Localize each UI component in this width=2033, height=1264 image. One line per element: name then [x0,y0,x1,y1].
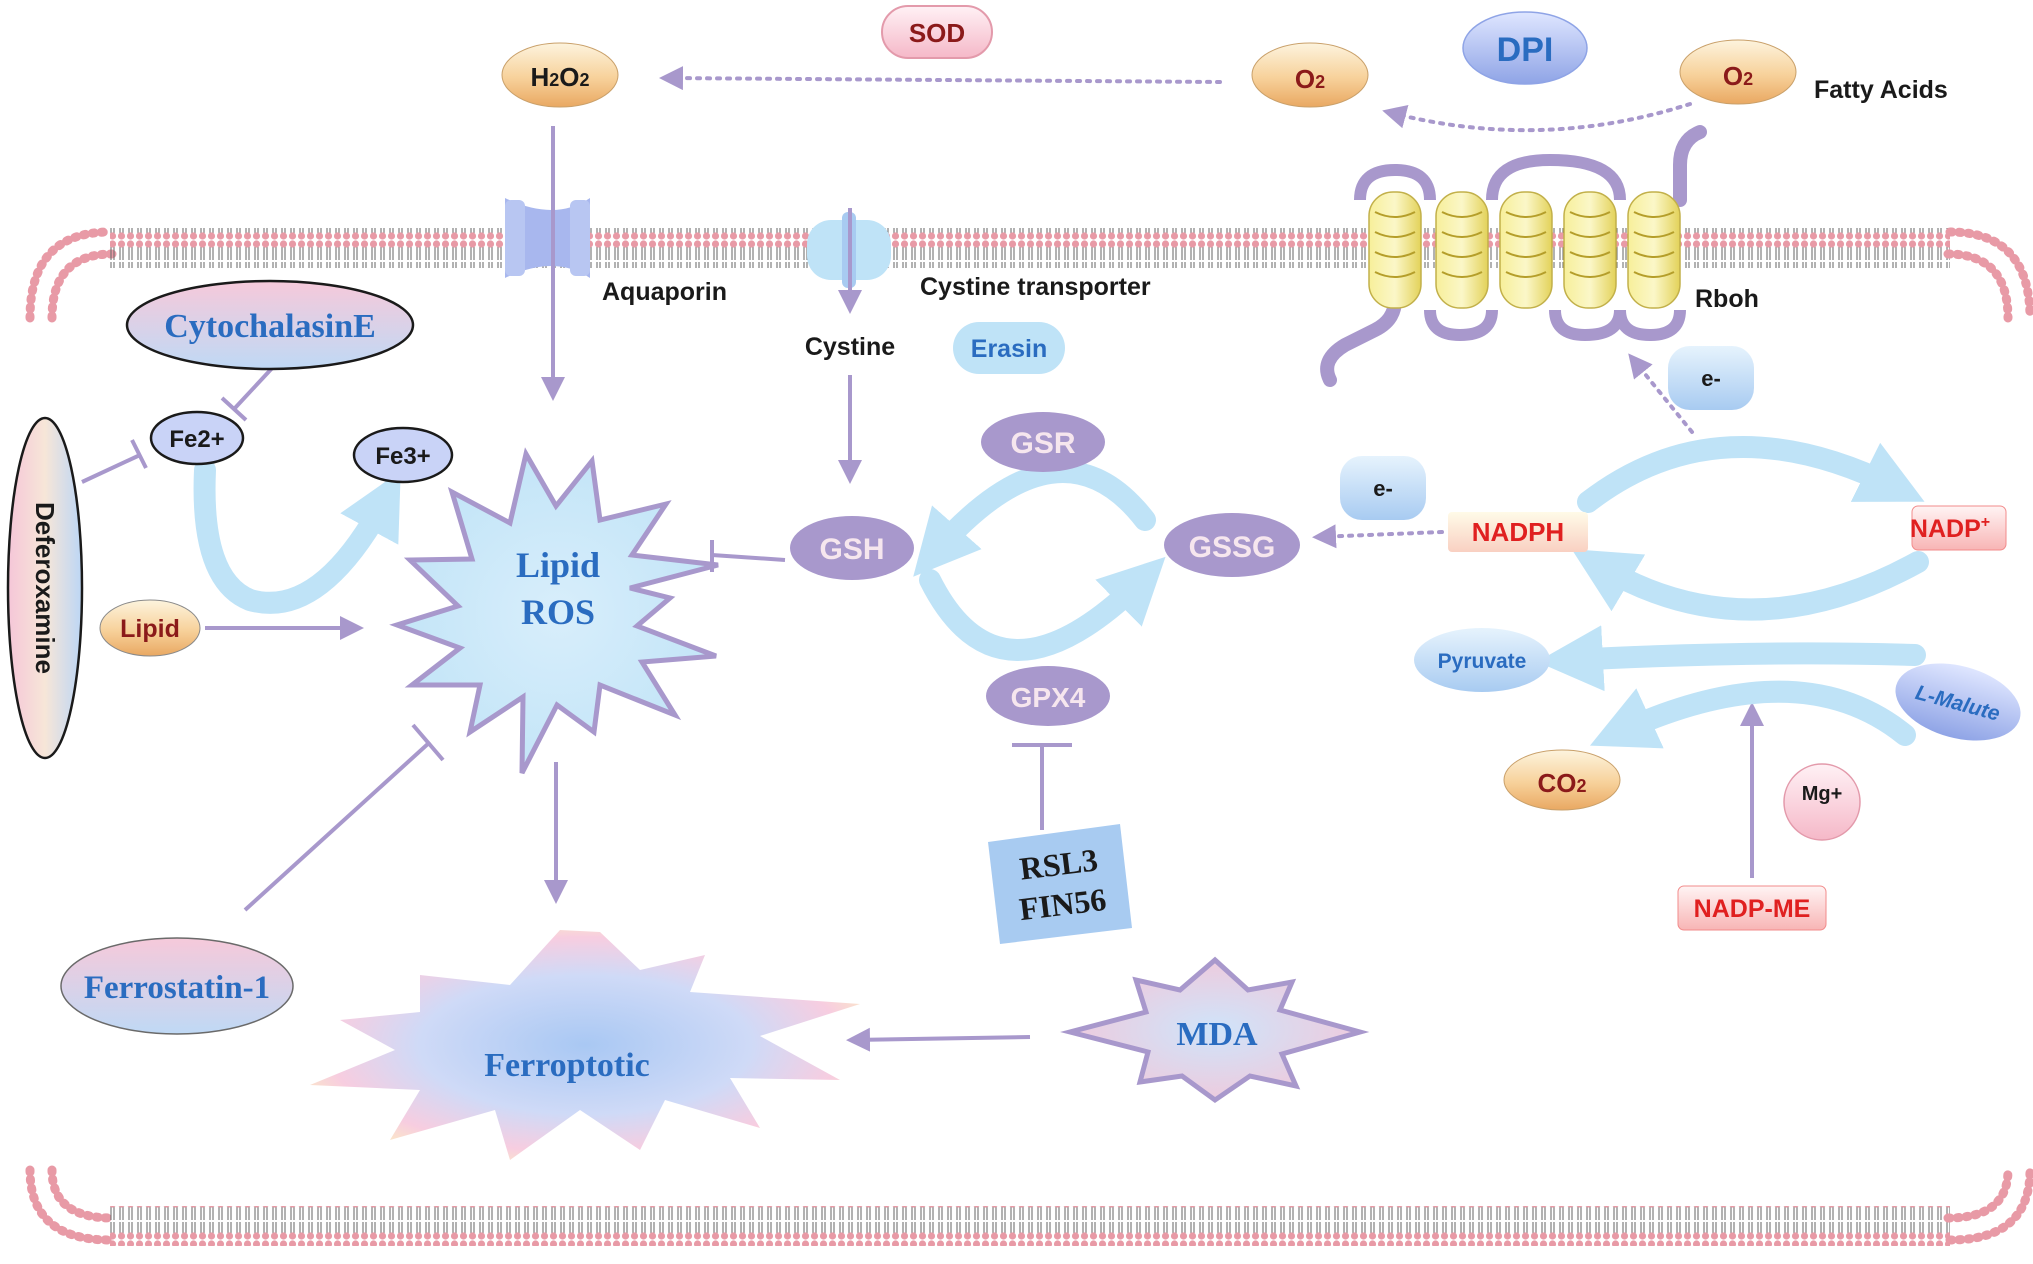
aquaporin-label: Aquaporin [602,278,727,306]
rboh-helix-2 [1435,191,1489,309]
arrow-gsh-to-gssg-bottom [919,556,1166,661]
arrow-rboh-to-o2 [1382,102,1692,133]
inhibit-cytochalasine-line [233,363,277,410]
bottom-membrane [25,1165,2033,1246]
mg-node: Mg+ [1783,763,1861,841]
svg-text:O2: O2 [1723,61,1753,91]
arrow-o2-to-h2o2 [659,66,1222,91]
svg-text:GSSG: GSSG [1189,531,1276,564]
svg-text:NADP-ME: NADP-ME [1694,895,1811,923]
svg-text:GSR: GSR [1010,427,1075,460]
gpx4-node: GPX4 [986,666,1110,726]
arrow-nadp-to-nadph [1571,549,1929,621]
lipid-ros-star [389,447,719,775]
fe3-node: Fe3+ [352,426,454,484]
e-minus-mid-node: e- [1340,456,1426,520]
rboh-helix-5 [1627,191,1681,309]
arrows [81,66,1764,1052]
inhibit-gsh-lipid-ros-line [711,553,786,562]
svg-text:DPI: DPI [1497,31,1554,69]
svg-text:ROS: ROS [521,592,595,632]
svg-text:e-: e- [1373,476,1393,501]
svg-text:NADPH: NADPH [1472,517,1564,547]
rboh-helix-1 [1368,191,1422,309]
arrow-mda-to-ferroptotic [846,1027,1031,1052]
cytochalasine-node: CytochalasinE [125,279,415,371]
inhibit-deferoxamine-bar [130,439,148,469]
gssg-node: GSSG [1164,513,1300,577]
svg-text:CytochalasinE: CytochalasinE [164,308,376,345]
o2-right-node: O2 [1679,39,1797,105]
inhibit-deferoxamine-line [81,453,141,484]
pyruvate-node: Pyruvate [1414,628,1550,692]
nadph-node: NADPH [1448,512,1588,552]
svg-text:Lipid: Lipid [120,615,180,643]
arrow-nadph-to-nadp [1577,435,1925,513]
svg-text:Fe2+: Fe2+ [169,426,224,453]
svg-text:H2O2: H2O2 [530,62,589,92]
mda-node: MDA [1060,956,1370,1104]
o2-left-node: O2 [1251,42,1369,108]
arrow-gssg-to-gsh-top [913,461,1156,577]
co2-node: CO2 [1503,749,1621,811]
ferroptotic-burst [310,930,860,1160]
svg-text:GSH: GSH [819,533,884,566]
arrow-malute-to-co2 [1589,680,1916,749]
svg-text:Ferroptotic: Ferroptotic [484,1047,650,1084]
inhibit-ferrostatin-line [243,740,432,912]
deferoxamine-node: Deferoxamine [6,416,84,760]
svg-text:O2: O2 [1295,64,1325,94]
svg-text:GPX4: GPX4 [1011,682,1086,713]
svg-text:Mg+: Mg+ [1802,783,1843,805]
svg-text:NADP+: NADP+ [1910,514,1990,543]
svg-text:Ferrostatin-1: Ferrostatin-1 [84,970,270,1006]
lipid-node: Lipid [99,599,201,657]
arrow-nadph-to-gssg [1312,524,1444,549]
dpi-node: DPI [1462,11,1588,85]
aquaporin-channel [505,198,590,278]
l-malute-node: L-Malute [1895,663,2021,741]
cyan-arrows [193,435,1929,749]
arrow-cycle-to-rboh [1628,353,1694,434]
e-minus-top-node: e- [1668,346,1754,410]
inhibit-cytochalasine-bar [220,396,248,422]
erasin-node: Erasin [953,322,1065,374]
svg-text:Pyruvate: Pyruvate [1438,650,1527,673]
cystine-label: Cystine [805,333,895,361]
ferroptotic-node: Ferroptotic [310,930,860,1160]
svg-text:Erasin: Erasin [971,335,1047,363]
gsh-node: GSH [790,516,914,580]
inhibit-ferrostatin-bar [411,723,445,762]
h2o2-node: H2O2 [501,42,619,108]
lipid-ros-node: Lipid ROS [389,447,719,775]
svg-text:SOD: SOD [909,18,965,48]
rsl3-fin56-box: RSL3 FIN56 [988,824,1132,944]
svg-text:Deferoxamine: Deferoxamine [30,502,60,674]
fe2-node: Fe2+ [149,410,245,466]
svg-text:e-: e- [1701,366,1721,391]
nadp-me-node: NADP-ME [1677,885,1827,931]
gsr-node: GSR [981,412,1105,472]
mda-star [1060,956,1370,1104]
rboh-helix-3 [1499,191,1553,309]
svg-text:Lipid: Lipid [516,545,600,585]
cystine-transporter-label: Cystine transporter [920,273,1151,301]
svg-text:CO2: CO2 [1537,768,1586,798]
rboh-protein [1320,125,1707,387]
rboh-helix-4 [1563,191,1617,309]
ferrostatin-node: Ferrostatin-1 [60,937,294,1035]
nadp-node: NADP+ [1910,505,2007,551]
fatty-acids-label: Fatty Acids [1814,76,1948,104]
svg-text:Fe3+: Fe3+ [375,443,430,470]
arrow-fe2-to-fe3 [193,459,401,614]
sod-node: SOD [881,5,993,59]
arrow-malute-to-pyruvate [1537,625,1926,692]
svg-text:MDA: MDA [1176,1016,1258,1053]
rboh-label: Rboh [1695,285,1759,313]
